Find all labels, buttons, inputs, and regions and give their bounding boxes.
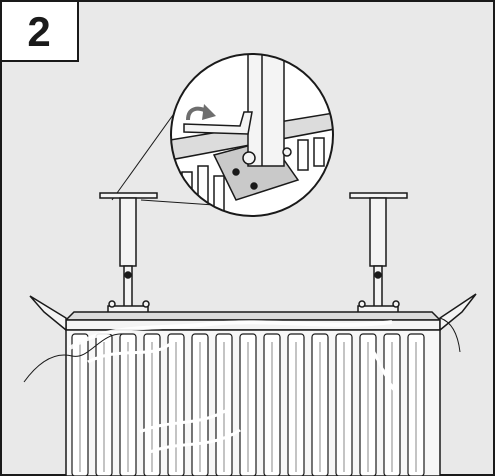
fin-highlights: [79, 342, 417, 472]
zoom-detail: [170, 53, 334, 217]
protective-film: [23, 317, 461, 454]
zoom-circle-border: [170, 53, 334, 217]
left-support-stand: [99, 192, 158, 314]
step-number-box: 2: [0, 0, 79, 62]
step-number: 2: [27, 8, 50, 55]
zoom-connector: [111, 107, 215, 206]
right-support-stand: [349, 192, 408, 314]
allen-key-icon: [183, 111, 253, 135]
